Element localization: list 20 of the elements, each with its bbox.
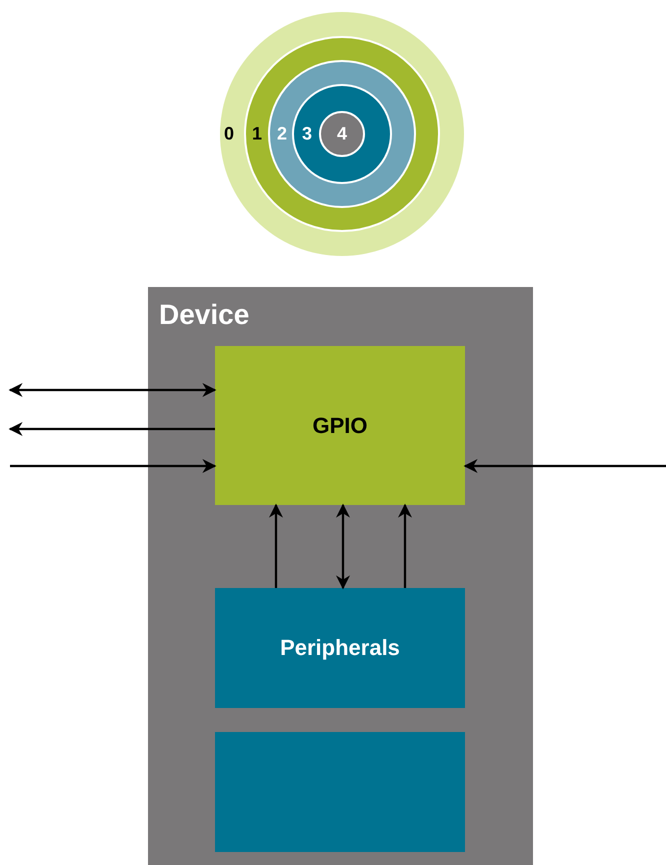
ring-number: 0: [224, 124, 234, 144]
arrow: [464, 459, 666, 473]
arrow: [398, 504, 412, 588]
panel-title: Device: [159, 299, 250, 331]
ring-number: 1: [252, 124, 262, 144]
arrow: [336, 504, 350, 590]
block-label: GPIO: [311, 412, 368, 438]
block-box: [215, 346, 465, 505]
arrow: [8, 422, 215, 436]
block-box: [215, 588, 465, 708]
device-panel: [148, 287, 533, 865]
ring-number: 2: [277, 124, 288, 144]
arrow: [269, 504, 283, 588]
ring-number: 3: [302, 124, 312, 144]
block-box: [215, 732, 465, 852]
arrow: [10, 459, 216, 473]
arrow: [8, 383, 216, 397]
ring-shape: [319, 111, 365, 157]
block-label: Peripherals: [279, 635, 401, 661]
ring-number: 4: [336, 124, 348, 144]
